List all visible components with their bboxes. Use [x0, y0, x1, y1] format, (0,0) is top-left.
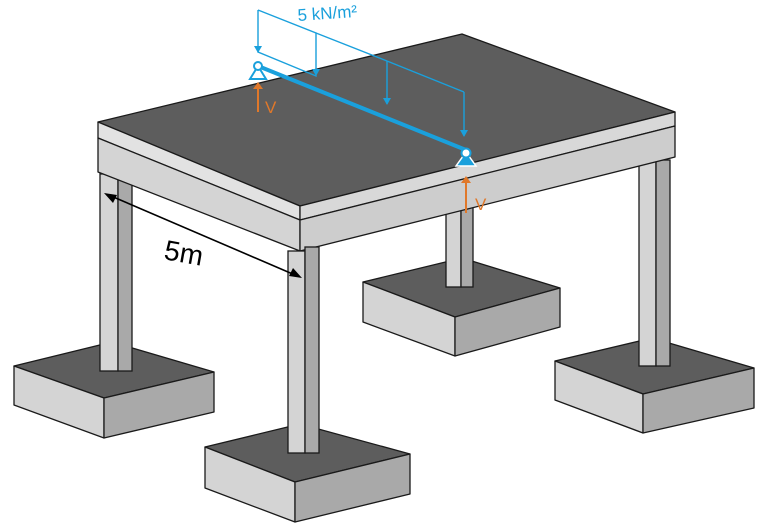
- reaction-label-right: V: [475, 195, 487, 214]
- load-arrow-heads: [254, 46, 468, 137]
- span-dimension-arrow: [104, 193, 302, 278]
- column-right: [638, 159, 671, 367]
- column-left: [99, 139, 133, 372]
- load-label: 5 kN/m²: [297, 2, 358, 25]
- reaction-label-left: V: [265, 98, 277, 117]
- span-label: 5m: [162, 234, 206, 271]
- pin-support-right: [454, 147, 478, 167]
- pin-support-left: [248, 61, 268, 80]
- reaction-arrow-right: [461, 176, 471, 213]
- reaction-arrow-left: [253, 82, 263, 112]
- simply-supported-beam: [257, 64, 467, 152]
- column-front: [287, 246, 320, 454]
